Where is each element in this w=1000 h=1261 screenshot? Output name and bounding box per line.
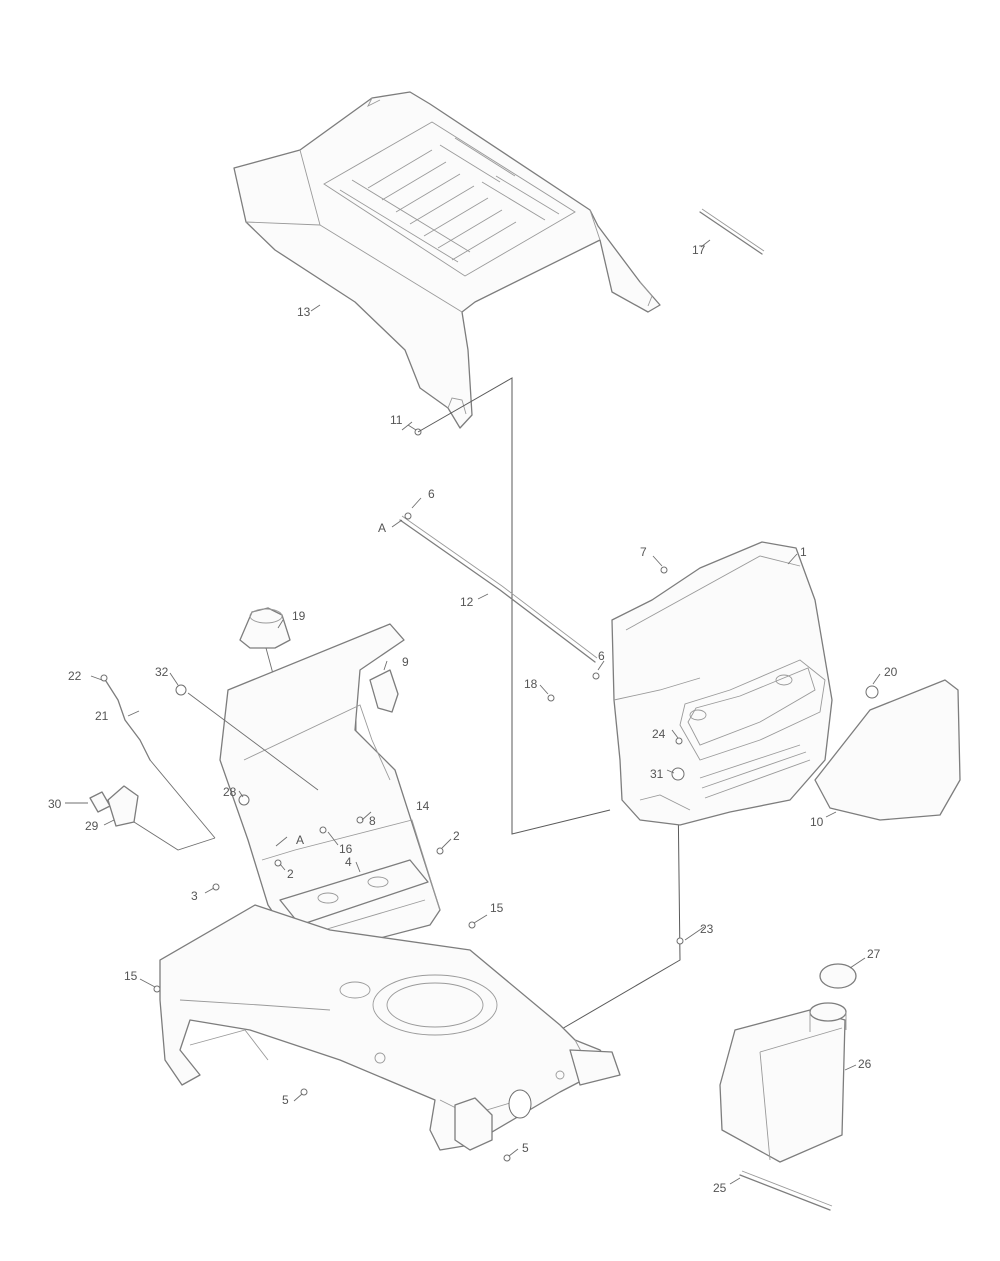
bolt-part-2a — [436, 847, 444, 855]
callout-26: 26 — [858, 1057, 872, 1071]
switch-part-9 — [369, 669, 399, 713]
callout-4: 4 — [345, 855, 352, 869]
callout-20: 20 — [884, 665, 898, 679]
lens-part-10 — [814, 679, 961, 821]
callout-8: 8 — [369, 814, 376, 828]
bolt-part-24 — [675, 737, 683, 745]
washer-part-32 — [175, 684, 187, 696]
callout-18: 18 — [524, 677, 538, 691]
callout-11: 11 — [390, 413, 403, 427]
callout-28: 28 — [223, 785, 237, 799]
callout-refA1: A — [378, 521, 386, 535]
callout-3: 3 — [191, 889, 198, 903]
bezel-part-29 — [107, 785, 139, 827]
front-grille-part-1 — [611, 541, 833, 826]
cap-part-20 — [865, 685, 879, 699]
nut-part-23 — [676, 937, 684, 945]
nut-part-16 — [319, 826, 327, 834]
callout-14: 14 — [416, 799, 430, 813]
callout-10: 10 — [810, 815, 824, 829]
fuel-tank-part-26 — [719, 1002, 847, 1163]
callout-6a: 6 — [428, 487, 435, 501]
callout-refA2: A — [296, 833, 304, 847]
fuel-cap-part-27 — [819, 963, 857, 989]
callout-19: 19 — [292, 609, 306, 623]
clip-part-6 — [404, 512, 412, 520]
washer-part-31 — [671, 767, 685, 781]
callout-17: 17 — [692, 243, 706, 257]
assembly-guide-tank — [559, 789, 681, 1031]
callout-12: 12 — [460, 595, 474, 609]
nut-part-7 — [660, 566, 668, 574]
screw-part-18 — [547, 694, 555, 702]
bracket-part-4 — [279, 859, 429, 926]
bracket-part-30 — [89, 791, 111, 813]
callout-15b: 15 — [124, 969, 138, 983]
callout-29: 29 — [85, 819, 99, 833]
hood-rod-part-12 — [399, 519, 596, 663]
callout-25: 25 — [713, 1181, 727, 1195]
callout-15a: 15 — [490, 901, 504, 915]
callout-leaders — [65, 239, 881, 1185]
callout-1: 1 — [800, 545, 807, 559]
washer-part-28 — [238, 794, 250, 806]
bolt-part-5b — [503, 1154, 511, 1162]
bolt-part-3 — [212, 883, 220, 891]
callout-7: 7 — [640, 545, 647, 559]
callout-13: 13 — [297, 305, 311, 319]
callout-2a: 2 — [453, 829, 460, 843]
callout-21: 21 — [95, 709, 109, 723]
cable-part-21 — [103, 677, 151, 761]
callout-9: 9 — [402, 655, 409, 669]
callout-31: 31 — [650, 767, 664, 781]
rod-part-17 — [699, 211, 763, 255]
frame-chassis — [159, 904, 621, 1151]
hood-part-13 — [233, 91, 661, 429]
clip-part-22 — [100, 674, 108, 682]
clip-part-6b — [592, 672, 600, 680]
callout-5a: 5 — [282, 1093, 289, 1107]
bolt-part-5a — [300, 1088, 308, 1096]
callout-16: 16 — [339, 842, 353, 856]
callout-2b: 2 — [287, 867, 294, 881]
hood-grille — [339, 137, 560, 263]
nut-part-8 — [356, 816, 364, 824]
callout-23: 23 — [700, 922, 714, 936]
callout-6b: 6 — [598, 649, 605, 663]
bolt-part-15a — [468, 921, 476, 929]
callout-27: 27 — [867, 947, 881, 961]
callout-labels: 1 7 20 10 12 6 A 13 17 11 18 6 19 9 32 2… — [48, 243, 898, 1195]
callout-30: 30 — [48, 797, 62, 811]
strap-part-25 — [739, 1174, 831, 1211]
callout-5b: 5 — [522, 1141, 529, 1155]
assembly-guide-hood — [417, 377, 611, 835]
knob-part-19 — [239, 607, 291, 649]
callout-22: 22 — [68, 669, 82, 683]
callout-32: 32 — [155, 665, 169, 679]
callout-24: 24 — [652, 727, 666, 741]
bolt-part-2b — [274, 859, 282, 867]
